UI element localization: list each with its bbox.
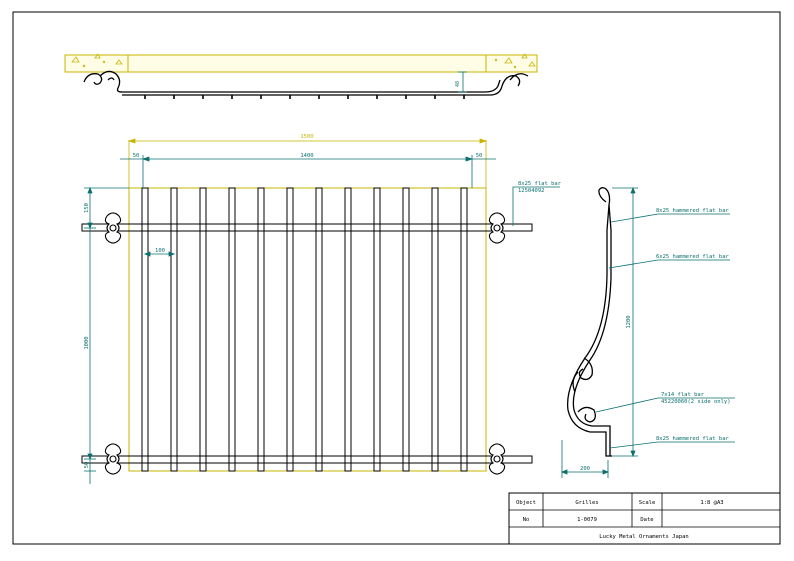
overall-width-dimension: 1500	[300, 134, 313, 140]
left-offset-dimension: 50	[133, 153, 140, 159]
height-dimension: 1000	[84, 336, 90, 349]
plan-view: 48	[64, 53, 538, 99]
side-height-dimension: 1200	[626, 315, 632, 328]
drawing-border	[12, 11, 781, 545]
front-elevation: 1500 50 1400 50 100	[81, 134, 562, 484]
number-value: 1-0079	[577, 517, 597, 523]
bar-spacing-dimension: 100	[155, 248, 165, 254]
object-label: Object	[516, 500, 536, 506]
side-depth-dimension: 200	[580, 466, 590, 472]
plan-depth-dimension: 48	[455, 81, 461, 87]
right-offset-dimension: 50	[476, 153, 483, 159]
plan-wall-slab	[64, 54, 538, 73]
plan-bar-stubs	[144, 95, 465, 99]
end-ornaments	[104, 212, 506, 475]
horizontal-rails	[81, 223, 533, 464]
side-elevation: 1200 200 8x25 hammered flat bar 6x25 ham…	[560, 186, 735, 478]
inner-width-dimension: 1400	[300, 153, 313, 159]
vertical-bars	[141, 187, 468, 472]
number-label: No	[523, 517, 530, 523]
side-top-callout: 8x25 hammered flat bar	[656, 208, 730, 214]
side-scroll-callout: 7x14 flat bar	[661, 392, 705, 398]
scale-value: 1:8 @A3	[700, 500, 723, 506]
side-bottom-callout: 8x25 hammered flat bar	[656, 436, 730, 442]
company-name: Lucky Metal Ornaments Japan	[599, 534, 688, 540]
opening-outline	[128, 187, 487, 472]
object-value: Grilles	[575, 500, 598, 506]
date-label: Date	[640, 517, 653, 523]
top-offset-dimension: 150	[84, 203, 90, 213]
front-bar-code: 12504092	[518, 188, 545, 194]
side-middle-callout: 6x25 hammered flat bar	[656, 254, 730, 260]
concrete-hatch	[71, 53, 536, 69]
title-block: Object Grilles Scale 1:8 @A3 No 1-0079 D…	[508, 492, 781, 545]
side-scroll-code: 45220060(2 side only)	[661, 399, 731, 405]
scale-label: Scale	[639, 500, 656, 506]
front-bar-callout: 8x25 flat bar	[518, 181, 562, 187]
bottom-offset-dimension: 50	[84, 462, 90, 469]
